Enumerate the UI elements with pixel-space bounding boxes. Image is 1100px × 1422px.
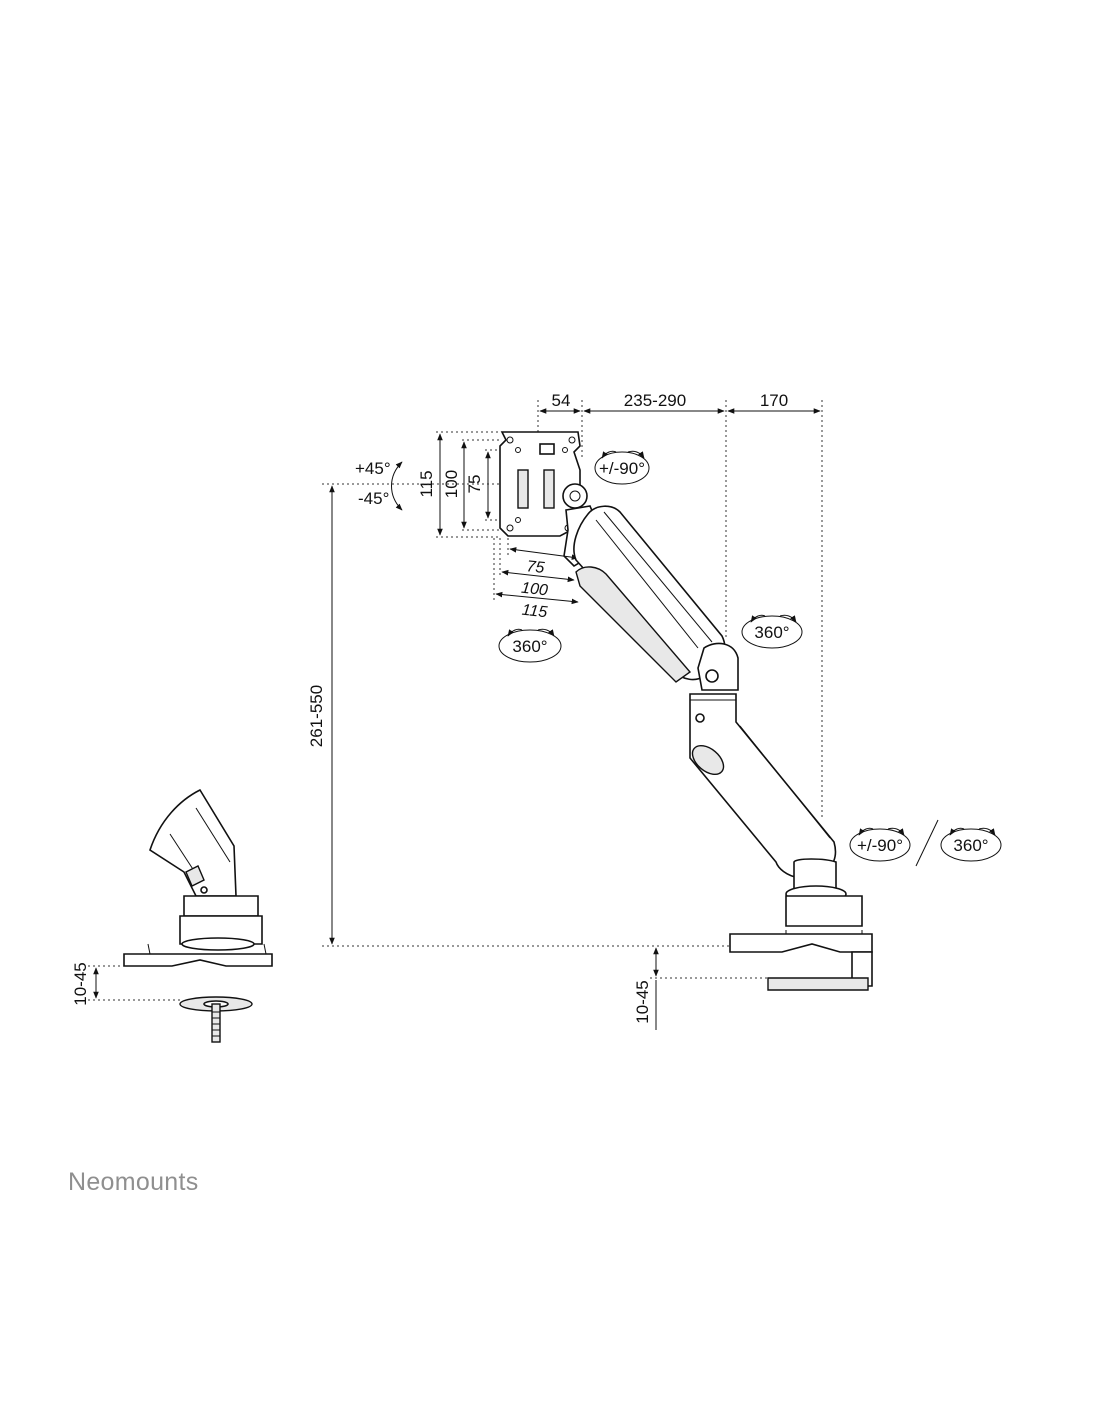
dim-vesa-h-100: 100	[442, 470, 461, 498]
dim-vesa-w-75: 75	[526, 558, 546, 577]
badge-separator	[915, 819, 939, 867]
base-swivel-badge: 360°	[940, 827, 1002, 862]
dim-base-offset: 170	[760, 391, 788, 410]
dim-desk-thickness-main: 10-45	[633, 980, 652, 1023]
vesa-vertical-dimensions: 115 100 75	[417, 431, 500, 538]
brand-logo: Neomounts	[68, 1168, 199, 1196]
height-dimension: 261-550	[307, 483, 730, 947]
dim-vesa-w-100: 100	[520, 580, 548, 600]
top-dimensions: 54 235-290 170	[537, 391, 823, 820]
rot-head-rotate: +/-90°	[599, 459, 645, 478]
dim-height-range: 261-550	[307, 685, 326, 747]
rot-head-swivel: 360°	[512, 637, 547, 656]
head-rotate-badge: +/-90°	[594, 450, 650, 485]
desk-thickness-main: 10-45	[633, 947, 768, 1030]
tilt-indicator: +45° -45°	[355, 459, 403, 511]
rot-base-rotate: +/-90°	[857, 836, 903, 855]
vesa-horizontal-dimensions: 75 100 115	[493, 538, 579, 622]
dim-top-offset: 54	[552, 391, 571, 410]
monitor-arm	[573, 505, 873, 991]
head-swivel-badge: 360°	[498, 628, 562, 663]
dim-vesa-h-115: 115	[417, 470, 436, 497]
rot-tilt-down: -45°	[358, 489, 389, 508]
dim-vesa-h-75: 75	[465, 475, 484, 494]
elbow-swivel-badge: 360°	[741, 614, 803, 649]
rot-tilt-up: +45°	[355, 459, 391, 478]
base-rotate-badge: +/-90°	[849, 827, 911, 862]
rot-elbow-swivel: 360°	[754, 623, 789, 642]
rot-base-swivel: 360°	[953, 836, 988, 855]
desk-thickness-grommet: 10-45	[71, 962, 180, 1006]
dim-arm-reach: 235-290	[624, 391, 686, 410]
grommet-detail	[123, 788, 273, 1043]
dim-desk-thickness-grommet: 10-45	[71, 962, 90, 1005]
dim-vesa-w-115: 115	[521, 602, 548, 622]
